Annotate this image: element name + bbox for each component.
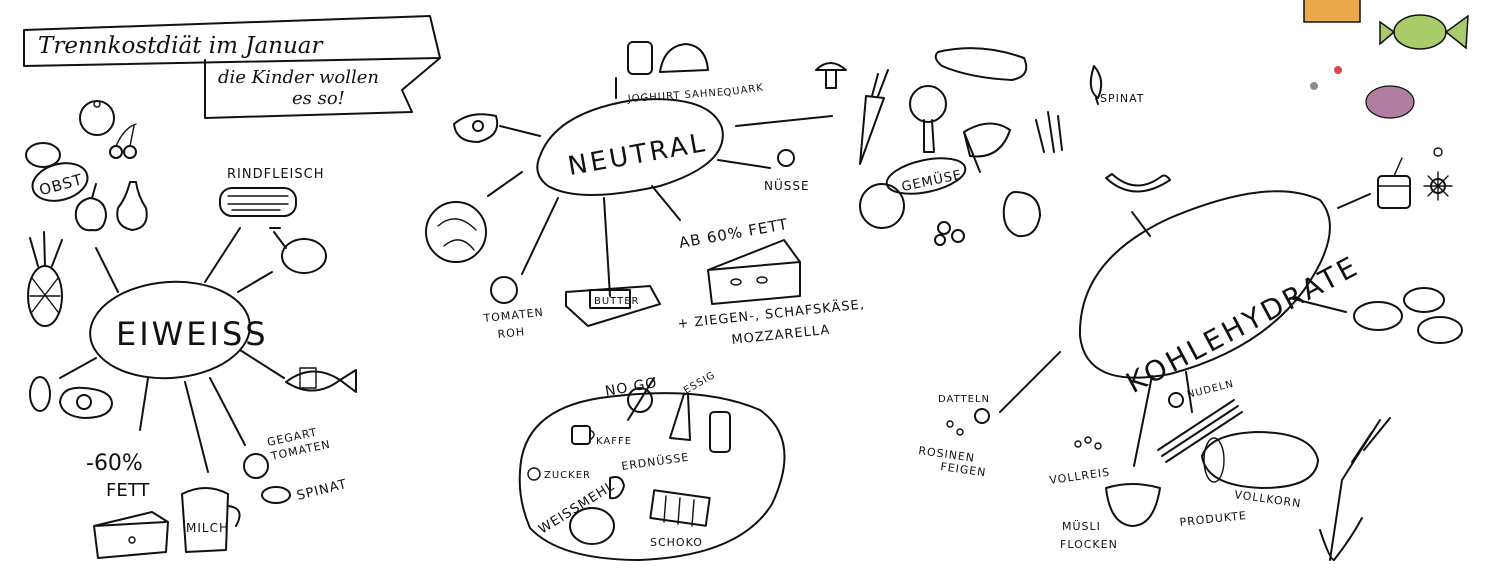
lemon-icon bbox=[26, 143, 60, 167]
muesli-label-2: FLOCKEN bbox=[1060, 538, 1118, 551]
weissmehl-label: WEISSMEHL bbox=[536, 479, 618, 538]
vollkorn-label-1: VOLLKORN bbox=[1234, 488, 1303, 510]
yogurt-cup-icon bbox=[628, 42, 652, 74]
honey-jar-icon bbox=[1378, 158, 1410, 208]
plum-icon bbox=[1366, 86, 1414, 118]
spinat-eiweiss-label: SPINAT bbox=[295, 477, 349, 504]
nogo-cluster: NO GO KAFFE ESSIG ZUCKER ERDNÜSSE WEISSM… bbox=[520, 370, 785, 560]
orange-icon bbox=[80, 101, 114, 135]
datteln-label: DATTELN bbox=[938, 394, 990, 405]
quark-label: QUARK bbox=[723, 82, 765, 99]
kaese-label-1: + ZIEGEN-, SCHAFSKÄSE, bbox=[677, 296, 866, 332]
cucumber-icon bbox=[936, 48, 1027, 80]
steak-icon bbox=[220, 188, 296, 216]
butter-label: BUTTER bbox=[594, 296, 640, 307]
spinach-leaf-icon bbox=[964, 123, 1010, 172]
chicken-leg-icon bbox=[270, 228, 326, 273]
colored-decor bbox=[1304, 0, 1468, 118]
fett-label-2: FETT bbox=[106, 480, 150, 501]
title-line-3: es so! bbox=[292, 88, 345, 109]
tomato-icon bbox=[244, 454, 268, 478]
noodles-icon bbox=[1158, 393, 1242, 462]
muesli-label-1: MÜSLI bbox=[1062, 520, 1101, 533]
dates-icon bbox=[947, 409, 989, 435]
neutral-cluster: NEUTRAL JOGHURT SAHNE QUARK NÜSSE TOMATE… bbox=[426, 42, 1144, 348]
nuesse-label: NÜSSE bbox=[764, 177, 810, 193]
vinegar-bottle-icon bbox=[670, 394, 690, 440]
orange-block-icon bbox=[1304, 0, 1360, 22]
cream-icon bbox=[660, 44, 708, 72]
eiweiss-cluster: EIWEISS OBST RINDFLEISCH GEGART TOMATEN … bbox=[26, 101, 356, 558]
zucker-label: ZUCKER bbox=[544, 470, 591, 481]
bread-roll-icon bbox=[570, 508, 614, 544]
pepper-icon bbox=[1004, 192, 1040, 236]
bowl-icon bbox=[1106, 484, 1160, 526]
cherry-icon bbox=[110, 124, 136, 158]
bread-icon bbox=[1202, 432, 1318, 488]
nudeln-label: NUDELN bbox=[1186, 379, 1235, 401]
candy-icon bbox=[1380, 15, 1468, 49]
fish-icon bbox=[286, 368, 356, 392]
nut-icon bbox=[778, 150, 794, 166]
neutral-hub-label: NEUTRAL bbox=[566, 128, 710, 182]
schoko-label: SCHOKO bbox=[650, 536, 703, 549]
neutral-fett-label: AB 60% FETT bbox=[678, 215, 790, 252]
eiweiss-hub-label: EIWEISS bbox=[116, 315, 269, 353]
olives-icon bbox=[935, 222, 964, 245]
obst-label: OBST bbox=[37, 170, 85, 199]
flower-icon bbox=[1424, 148, 1452, 200]
potatoes-icon bbox=[1354, 288, 1462, 343]
neutral-spinat-label: SPINAT bbox=[1100, 92, 1144, 105]
tomaten-label-1: TOMATEN bbox=[482, 306, 544, 325]
coffee-cup-icon bbox=[572, 426, 594, 444]
kaffee-label: KAFFE bbox=[596, 436, 632, 447]
pear-icon bbox=[117, 182, 146, 230]
mushroom-icon bbox=[816, 63, 846, 88]
kohlenhydrate-cluster: KOHLEHYDRATE DATTELN ROSINEN FEIGEN VOLL… bbox=[918, 148, 1462, 560]
egg-icon bbox=[30, 377, 112, 418]
bottle-icon bbox=[710, 412, 730, 452]
tomato-raw-icon bbox=[491, 277, 517, 303]
spinach-icon bbox=[262, 487, 290, 503]
carrot-icon bbox=[860, 70, 888, 164]
title-line-1: Trennkostdiät im Januar bbox=[38, 33, 324, 59]
beans-icon bbox=[1036, 112, 1062, 152]
vollkorn-label-2: PRODUKTE bbox=[1179, 509, 1247, 529]
sugar-icon bbox=[528, 468, 540, 480]
berry-icon bbox=[1310, 66, 1342, 90]
chocolate-icon bbox=[650, 490, 709, 526]
erdnuesse-label: ERDNÜSSE bbox=[621, 451, 690, 473]
cheese-icon bbox=[94, 512, 168, 558]
broccoli-icon bbox=[910, 86, 946, 152]
avocado-icon bbox=[454, 114, 497, 142]
joghurt-label: JOGHURT SAHNE bbox=[626, 87, 724, 105]
kohlenhydrate-hub-label: KOHLEHYDRATE bbox=[1121, 249, 1365, 400]
rosinen-label-2: FEIGEN bbox=[940, 460, 988, 479]
title-line-2: die Kinder wollen bbox=[218, 67, 379, 88]
pineapple-icon bbox=[28, 232, 62, 326]
tomaten-label-2: ROH bbox=[497, 325, 526, 341]
vollreis-label: VOLLREIS bbox=[1049, 466, 1111, 487]
cabbage-icon bbox=[426, 202, 486, 262]
onion-icon bbox=[860, 184, 904, 228]
banana-icon bbox=[1106, 174, 1170, 192]
essig-label: ESSIG bbox=[682, 370, 718, 397]
title-note: Trennkostdiät im Januar die Kinder wolle… bbox=[24, 16, 440, 118]
milk-jug-icon bbox=[182, 488, 240, 552]
cheese-wedge-icon bbox=[708, 240, 800, 304]
wheat-icon bbox=[1320, 418, 1390, 560]
rindfleisch-label: RINDFLEISCH bbox=[227, 167, 324, 182]
fett-label-1: -60% bbox=[86, 451, 143, 476]
milch-label: MILCH bbox=[186, 521, 229, 535]
kaese-label-2: MOZZARELLA bbox=[731, 323, 831, 348]
rice-icon bbox=[1075, 437, 1101, 449]
